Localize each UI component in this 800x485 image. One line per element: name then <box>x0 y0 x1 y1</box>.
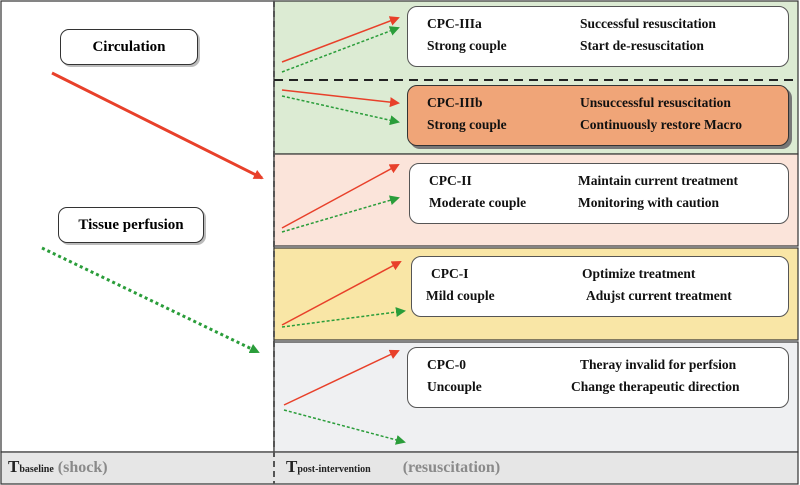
cpc-ii-outcome: Maintain current treatment <box>578 173 738 188</box>
cpc-ii-code: CPC-II <box>429 173 472 188</box>
cpc-iiia-action: Start de-resuscitation <box>580 38 704 53</box>
perfusion-baseline-arrow <box>41 246 260 354</box>
cpc-iiia-code: CPC-IIIa <box>427 16 482 31</box>
tissue-perfusion-label-text: Tissue perfusion <box>78 216 184 233</box>
cpc-i-code: CPC-I <box>431 266 469 281</box>
cpc-iiib-action: Continuously restore Macro <box>580 117 742 132</box>
cpc-ii-action: Monitoring with caution <box>578 195 720 210</box>
cpc-0-perfusion-arrow <box>283 409 406 445</box>
post-subscript: post-intervention <box>297 464 371 475</box>
post-state: (resuscitation) <box>402 459 501 476</box>
cpc-0-code: CPC-0 <box>427 357 466 372</box>
cpc-iiib-coupling: Strong couple <box>427 117 507 132</box>
cpc-iiia-coupling: Strong couple <box>427 38 507 53</box>
cpc-iiia-box: CPC-IIIa Strong couple Successful resusc… <box>407 6 789 67</box>
cpc-ii-perfusion-arrow <box>281 195 400 233</box>
cpc-0-outcome: Theray invalid for perfsion <box>580 357 737 372</box>
circulation-label: Circulation <box>60 29 198 65</box>
cpc-0-action: Change therapeutic direction <box>571 379 740 394</box>
cpc-ii-coupling: Moderate couple <box>429 195 527 210</box>
cpc-i-action: Adujst current treatment <box>586 288 732 303</box>
cpc-i-perfusion-arrow <box>281 307 406 328</box>
baseline-t: T <box>8 457 20 476</box>
tissue-perfusion-label: Tissue perfusion <box>58 207 204 243</box>
cpc-0-coupling: Uncouple <box>427 379 482 394</box>
cpc-iiib-box: CPC-IIIb Strong couple Unsuccessful resu… <box>407 85 789 146</box>
cpc-0-box: CPC-0 Uncouple Theray invalid for perfsi… <box>407 347 789 408</box>
cpc-i-box: CPC-I Mild couple Optimize treatment Adu… <box>411 256 789 317</box>
cpc-iiib-perfusion-arrow <box>281 95 400 126</box>
cpc-i-circulation-arrow <box>281 261 402 326</box>
cpc-iiia-perfusion-arrow <box>281 26 400 73</box>
cpc-iiib-circulation-arrow <box>281 89 400 108</box>
post-intervention-time-label: Tpost-intervention (resuscitation) <box>286 457 500 477</box>
cpc-ii-box: CPC-II Moderate couple Maintain current … <box>409 163 789 224</box>
cpc-iiib-outcome: Unsuccessful resuscitation <box>580 95 731 110</box>
footer-bar <box>0 451 799 485</box>
cpc-0-circulation-arrow <box>283 349 400 406</box>
cpc-i-coupling: Mild couple <box>426 288 495 303</box>
cpc-ii-circulation-arrow <box>281 164 400 229</box>
circulation-baseline-arrow <box>51 71 264 180</box>
cpc-iiia-outcome: Successful resuscitation <box>580 16 716 31</box>
post-t: T <box>286 457 298 476</box>
baseline-time-label: Tbaseline (shock) <box>8 457 108 477</box>
cpc-i-outcome: Optimize treatment <box>582 266 696 281</box>
baseline-state: (shock) <box>57 459 108 476</box>
circulation-label-text: Circulation <box>92 38 166 55</box>
cpc-iiia-circulation-arrow <box>281 16 400 63</box>
baseline-subscript: baseline <box>19 464 54 475</box>
cpc-iiib-code: CPC-IIIb <box>427 95 483 110</box>
